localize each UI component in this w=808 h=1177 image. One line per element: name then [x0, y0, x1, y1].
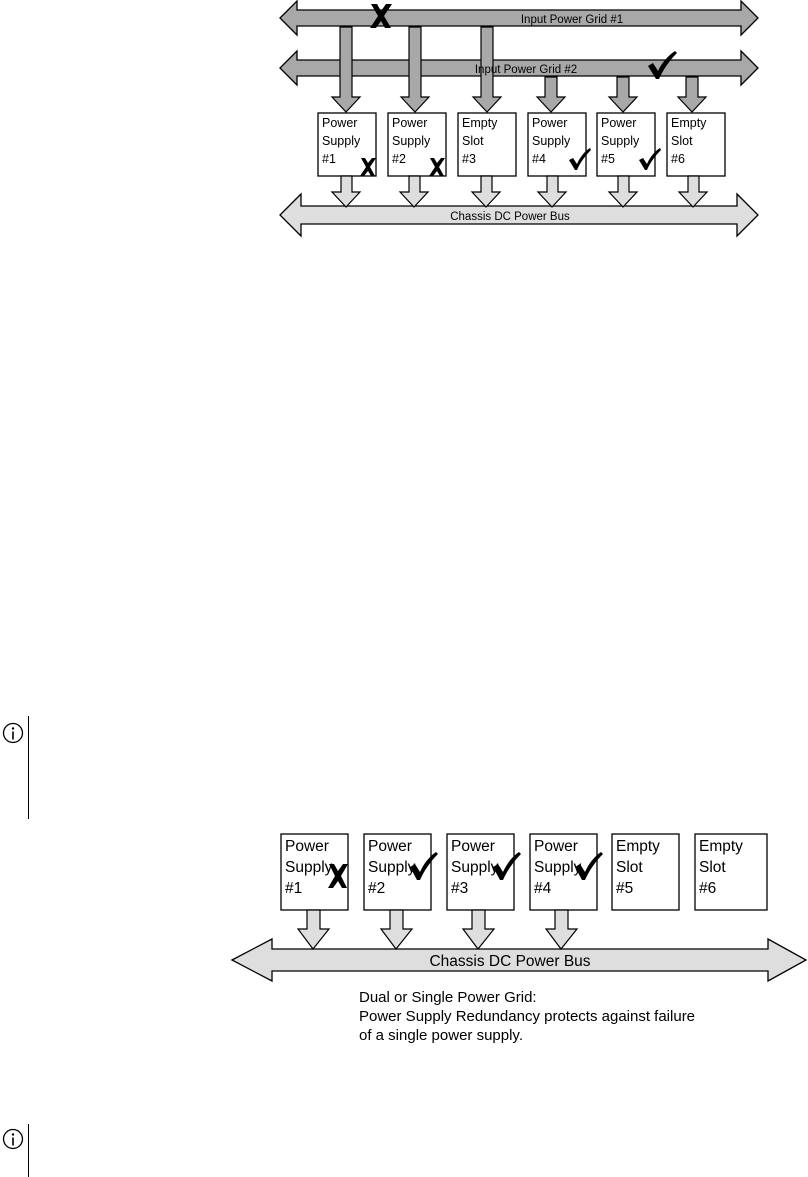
grid2-feed-arrow-4 — [535, 76, 567, 113]
slot2-2-line-3: #2 — [368, 880, 385, 897]
info-icon — [2, 1128, 24, 1150]
slot2-3-line-2: Supply — [451, 859, 499, 876]
slot-2-line-1: Power — [392, 116, 427, 130]
check-mark-icon — [569, 148, 591, 170]
caption-line-2: Power Supply Redundancy protects against… — [359, 1008, 696, 1025]
cross-mark-icon — [429, 158, 445, 176]
slot2-1-line-1: Power — [285, 838, 329, 855]
slot2-6-line-1: Empty — [699, 838, 743, 855]
grid1-feed-arrow-1 — [330, 26, 362, 113]
slot-5-line-3: #5 — [601, 152, 615, 166]
slot2-1-line-2: Supply — [285, 859, 333, 876]
grid2-feed-arrow-6 — [676, 76, 708, 113]
check-mark-icon — [493, 852, 521, 880]
slot2-output-arrow-3 — [461, 909, 496, 950]
slot-output-arrow-1 — [330, 175, 362, 208]
slot2-box-6 — [694, 833, 768, 911]
slot2-5-line-3: #5 — [616, 880, 633, 897]
slot-3-line-1: Empty — [462, 116, 498, 130]
slot-3-line-2: Slot — [462, 134, 484, 148]
cross-mark-icon — [328, 864, 348, 888]
check-mark-icon — [639, 148, 661, 170]
check-mark-icon — [648, 51, 677, 79]
slot-4-line-1: Power — [532, 116, 567, 130]
slot-box-4 — [527, 112, 587, 177]
slot-output-arrow-3 — [470, 175, 502, 208]
caption-line-3: of a single power supply. — [359, 1027, 523, 1044]
input-grid-2-arrow — [279, 49, 759, 87]
slot2-4-line-3: #4 — [534, 880, 552, 897]
slot-5-line-2: Supply — [601, 134, 640, 148]
slot2-3-line-3: #3 — [451, 880, 468, 897]
slot-6-line-3: #6 — [671, 152, 685, 166]
info-note-2 — [2, 1124, 29, 1177]
grid1-feed-arrow-3 — [471, 26, 503, 113]
slot2-6-line-3: #6 — [699, 880, 716, 897]
single-grid-diagram: Chassis DC Power Bus Power Supply #1 Pow… — [230, 833, 808, 983]
chassis-bus-label-2: Chassis DC Power Bus — [429, 953, 590, 970]
chassis-bus-label-1: Chassis DC Power Bus — [450, 211, 570, 223]
note-divider-2 — [28, 1124, 29, 1177]
slot2-3-line-1: Power — [451, 838, 495, 855]
slot-1-line-2: Supply — [322, 134, 361, 148]
slot-5-line-1: Power — [601, 116, 636, 130]
grid1-feed-arrow-2 — [399, 26, 431, 113]
slot-box-3 — [457, 112, 517, 177]
input-grid-1-label: Input Power Grid #1 — [521, 14, 623, 26]
slot-6-line-2: Slot — [671, 134, 693, 148]
slot-box-5 — [596, 112, 656, 177]
slot-2-line-2: Supply — [392, 134, 431, 148]
cross-mark-icon — [370, 4, 392, 28]
info-icon — [2, 722, 24, 744]
slot2-5-line-1: Empty — [616, 838, 660, 855]
slot-4-line-2: Supply — [532, 134, 571, 148]
chassis-bus-arrow-2 — [230, 937, 808, 983]
slot2-6-line-2: Slot — [699, 859, 726, 876]
info-note-1 — [2, 716, 29, 819]
slot2-4-line-2: Supply — [534, 859, 582, 876]
slot2-2-line-1: Power — [368, 838, 412, 855]
diagram-caption: Dual or Single Power Grid: Power Supply … — [359, 988, 779, 1045]
slot-box-6 — [666, 112, 726, 177]
chassis-bus-arrow-1 — [279, 192, 759, 238]
caption-line-1: Dual or Single Power Grid: — [359, 989, 537, 1006]
input-grid-1-arrow — [279, 0, 759, 37]
slot-output-arrow-6 — [677, 175, 709, 208]
grid2-feed-arrow-5 — [607, 76, 639, 113]
slot2-output-arrow-2 — [379, 909, 414, 950]
slot-3-line-3: #3 — [462, 152, 476, 166]
slot-4-line-3: #4 — [532, 152, 546, 166]
slot2-1-line-3: #1 — [285, 880, 302, 897]
slot2-output-arrow-4 — [544, 909, 579, 950]
slot-output-arrow-2 — [398, 175, 430, 208]
check-mark-icon — [410, 852, 438, 880]
slot-2-line-3: #2 — [392, 152, 406, 166]
note-divider-1 — [28, 716, 29, 819]
input-grid-2-label: Input Power Grid #2 — [475, 64, 577, 76]
slot-output-arrow-4 — [536, 175, 568, 208]
slot-1-line-3: #1 — [322, 152, 336, 166]
slot-1-line-1: Power — [322, 116, 357, 130]
check-mark-icon — [575, 852, 603, 880]
slot2-box-5 — [611, 833, 680, 911]
slot2-5-line-2: Slot — [616, 859, 643, 876]
slot-6-line-1: Empty — [671, 116, 707, 130]
slot2-2-line-2: Supply — [368, 859, 416, 876]
slot2-4-line-1: Power — [534, 838, 578, 855]
slot2-output-arrow-1 — [296, 909, 331, 950]
slot-output-arrow-5 — [607, 175, 639, 208]
dual-grid-diagram: Input Power Grid #1 Input Power Grid #2 … — [279, 0, 759, 238]
cross-mark-icon — [360, 158, 376, 176]
